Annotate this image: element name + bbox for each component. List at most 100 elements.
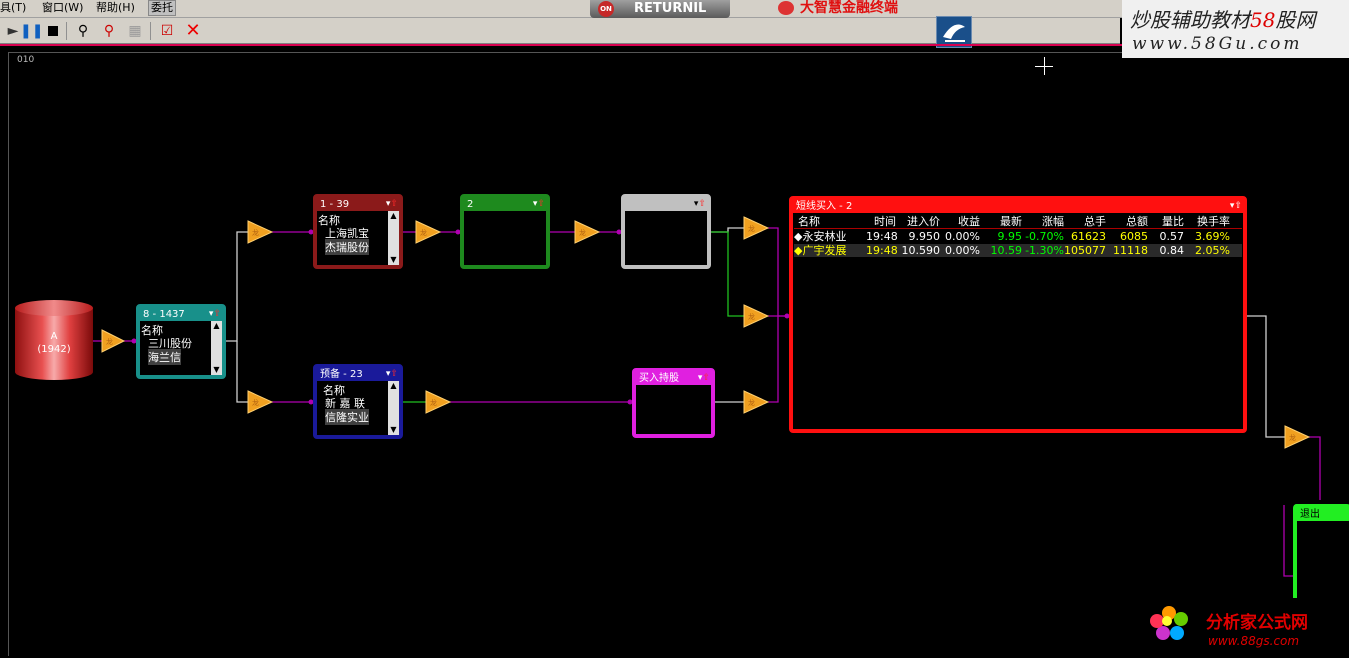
up-arrow-icon[interactable]: ⇧ xyxy=(390,199,398,209)
cell-gain: 0.00% xyxy=(945,244,980,257)
dropdown-icon[interactable]: ▾ xyxy=(693,199,699,209)
filter-triangle-icon xyxy=(574,220,601,244)
terminal-title: 大智慧金融终端 xyxy=(778,0,898,17)
list-item[interactable]: 海兰信 xyxy=(148,349,181,365)
up-arrow-icon[interactable]: ⇧ xyxy=(698,199,706,209)
scrollbar[interactable]: ▲▼ xyxy=(211,321,222,375)
app-logo-icon[interactable] xyxy=(936,16,972,48)
toolbar-arrow-icon[interactable]: ► xyxy=(7,23,19,39)
watermark-title-suffix: 股网 xyxy=(1275,8,1316,32)
stop-icon[interactable] xyxy=(44,22,62,40)
filter-triangle-icon xyxy=(1284,425,1311,449)
canvas-label: 010 xyxy=(17,55,35,65)
filter-icon[interactable]: ▦ xyxy=(128,23,142,39)
node-8-1437[interactable]: 8 - 1437 ▾⇧ 名称 三川股份 海兰信 ▲▼ xyxy=(136,304,226,379)
scrollbar[interactable]: ▲▼ xyxy=(388,381,399,435)
search-config-icon[interactable]: ⚲ xyxy=(103,23,115,39)
strategy-canvas[interactable]: 010 xyxy=(8,52,1349,656)
list-item[interactable]: 信隆实业 xyxy=(325,409,369,425)
pause-icon[interactable]: ❚❚ xyxy=(20,23,44,39)
svg-text:龙: 龙 xyxy=(579,228,586,237)
scrollbar[interactable]: ▲▼ xyxy=(388,211,399,265)
node-exit[interactable]: 退出 xyxy=(1293,504,1349,604)
node-buy-hold[interactable]: 买入持股 ▾⇧ xyxy=(632,368,715,438)
returnil-label: RETURNIL xyxy=(634,1,707,16)
node-1-39[interactable]: 1 - 39 ▾⇧ 名称 上海凯宝 杰瑞股份 ▲▼ xyxy=(313,194,403,269)
svg-text:龙: 龙 xyxy=(748,312,755,321)
list-header: 名称 xyxy=(323,384,345,397)
filter-triangle-icon xyxy=(247,220,274,244)
dropdown-icon[interactable]: ▾ xyxy=(208,309,214,319)
cell-amount: 11118 xyxy=(1113,244,1148,257)
svg-text:龙: 龙 xyxy=(252,398,259,407)
node-short-buy[interactable]: 短线买入 - 2 ▾⇧ 名称 时间 进入价 收益 最新 涨幅 总手 总额 量比 … xyxy=(789,196,1247,433)
col-gain: 收益 xyxy=(958,215,980,228)
svg-text:龙: 龙 xyxy=(430,398,437,407)
menu-trade[interactable]: 委托 xyxy=(148,0,176,16)
cell-amount: 6085 xyxy=(1120,230,1148,243)
menu-help[interactable]: 帮助(H) xyxy=(96,1,135,14)
node-title: 预备 - 23 xyxy=(317,368,399,381)
list-item[interactable]: 杰瑞股份 xyxy=(325,239,369,255)
cell-entry: 9.950 xyxy=(908,230,941,243)
dropdown-icon[interactable]: ▾ xyxy=(385,199,391,209)
node-2[interactable]: 2 ▾⇧ xyxy=(460,194,550,269)
dropdown-icon[interactable]: ▾ xyxy=(1229,201,1235,211)
toolbar: ► ❚❚ ⚲ ⚲ ▦ ☑ ✕ xyxy=(0,16,1120,48)
up-arrow-icon[interactable]: ⇧ xyxy=(537,199,545,209)
filter-triangle-icon xyxy=(743,216,770,240)
filter-triangle-icon xyxy=(101,329,126,353)
col-turnover: 换手率 xyxy=(1197,215,1230,228)
cell-last: 10.59 xyxy=(990,244,1023,257)
node-yubei-23[interactable]: 预备 - 23 ▾⇧ 名称 新 嘉 联 信隆实业 ▲▼ xyxy=(313,364,403,439)
cell-volume: 61623 xyxy=(1071,230,1106,243)
node-gray[interactable]: ▾⇧ xyxy=(621,194,711,269)
source-database[interactable]: A(1942) xyxy=(15,300,93,380)
up-arrow-icon[interactable]: ⇧ xyxy=(213,309,221,319)
dropdown-icon[interactable]: ▾ xyxy=(385,369,391,379)
cell-change: -0.70% xyxy=(1025,230,1064,243)
col-change: 涨幅 xyxy=(1042,215,1064,228)
svg-text:龙: 龙 xyxy=(420,228,427,237)
list-item[interactable]: 新 嘉 联 xyxy=(325,397,365,410)
up-arrow-icon[interactable]: ⇧ xyxy=(702,373,710,383)
cell-change: -1.30% xyxy=(1025,244,1064,257)
dropdown-icon[interactable]: ▾ xyxy=(532,199,538,209)
up-arrow-icon[interactable]: ⇧ xyxy=(1234,201,1242,211)
table-row[interactable]: ◆广宇发展 19:48 10.590 0.00% 10.59 -1.30% 10… xyxy=(794,244,1242,257)
col-ratio: 量比 xyxy=(1162,215,1184,228)
menu-window[interactable]: 窗口(W) xyxy=(42,1,84,14)
svg-text:龙: 龙 xyxy=(106,337,113,346)
up-arrow-icon[interactable]: ⇧ xyxy=(390,369,398,379)
source-name: A xyxy=(50,331,58,342)
filter-triangle-icon xyxy=(743,304,770,328)
node-title xyxy=(625,198,707,211)
terminal-title-text: 大智慧金融终端 xyxy=(800,0,898,16)
watermark-title: 炒股辅助教材58股网 xyxy=(1130,4,1315,33)
col-last: 最新 xyxy=(1000,215,1022,228)
search-icon[interactable]: ⚲ xyxy=(77,23,89,39)
table-row[interactable]: ◆永安林业 19:48 9.950 0.00% 9.95 -0.70% 6162… xyxy=(794,230,1242,243)
edit-icon[interactable]: ☑ xyxy=(160,23,174,39)
watermark-url: www.58Gu.com xyxy=(1132,34,1303,54)
filter-triangle-icon xyxy=(415,220,442,244)
node-title: 买入持股 xyxy=(636,372,711,385)
node-title: 退出 xyxy=(1297,508,1349,521)
filter-triangle-icon xyxy=(743,390,770,414)
list-item[interactable]: 三川股份 xyxy=(148,337,192,350)
cell-time: 19:48 xyxy=(866,230,898,243)
list-item[interactable]: 上海凯宝 xyxy=(325,227,369,240)
cell-name: ◆广宇发展 xyxy=(794,244,847,257)
toolbar-divider xyxy=(0,44,1349,46)
menu-tools[interactable]: 具(T) xyxy=(0,1,27,14)
filter-triangle-icon xyxy=(247,390,274,414)
close-icon[interactable]: ✕ xyxy=(185,20,201,41)
node-title: 1 - 39 xyxy=(317,198,399,211)
dropdown-icon[interactable]: ▾ xyxy=(697,373,703,383)
returnil-badge[interactable]: ON RETURNIL xyxy=(590,0,730,18)
watermark-title-prefix: 炒股辅助教材 xyxy=(1130,8,1250,32)
col-name: 名称 xyxy=(798,215,820,228)
watermark-title-num: 58 xyxy=(1250,8,1276,32)
menu-bar: 具(T) 窗口(W) 帮助(H) 委托 ON RETURNIL 大智慧金融终端 xyxy=(0,0,1349,18)
